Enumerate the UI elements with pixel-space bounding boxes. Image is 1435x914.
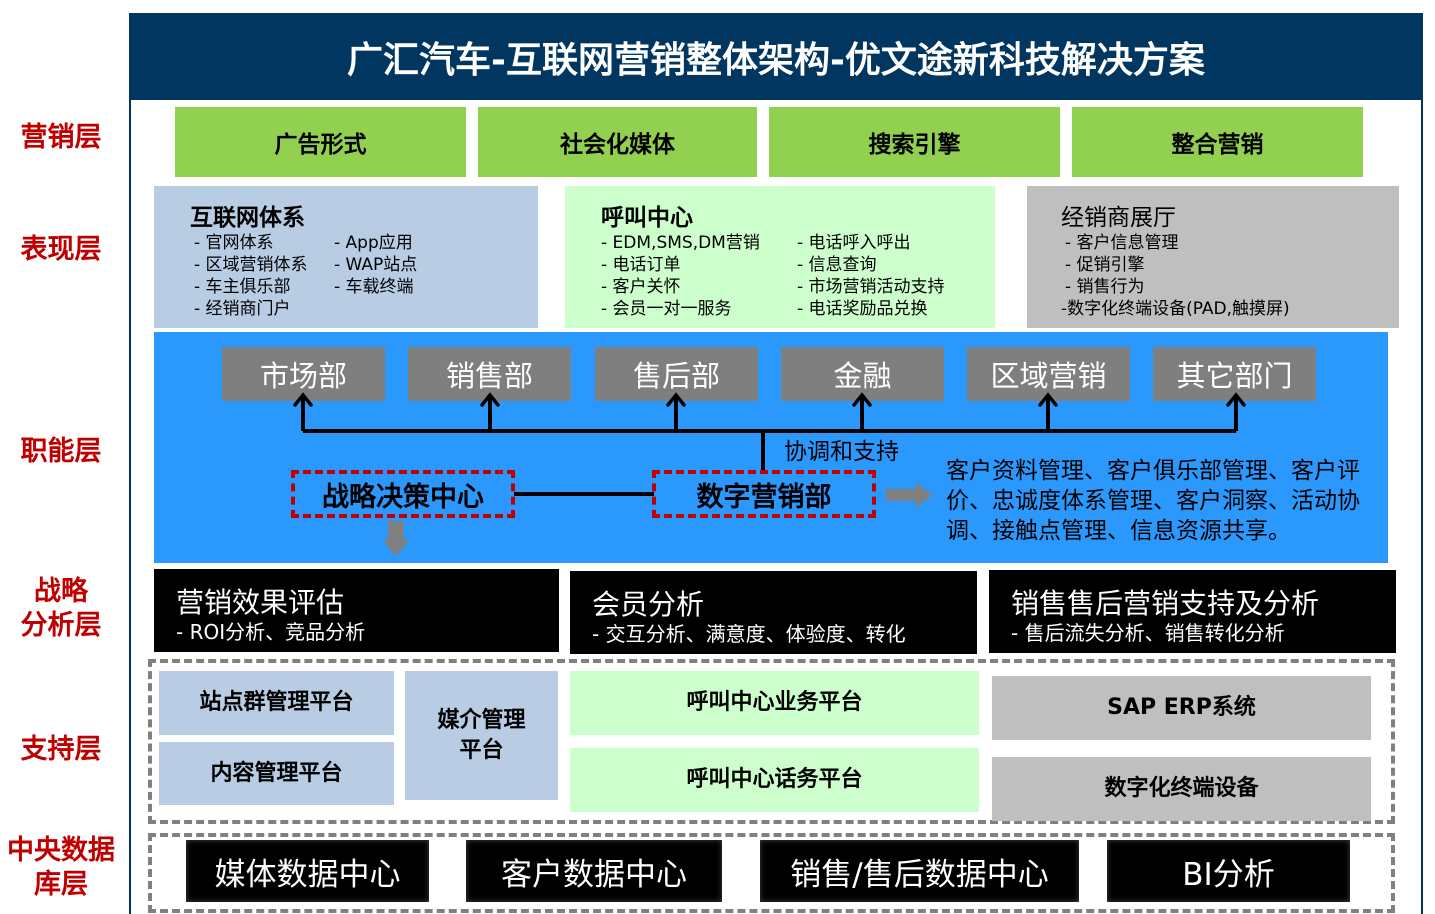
layer-label-function: 职能层 xyxy=(20,436,102,467)
marketing-box-ads: 广告形式 xyxy=(175,107,466,177)
dealer-item: - 销售行为 xyxy=(1065,277,1145,297)
callcenter-item: - 市场营销活动支持 xyxy=(797,277,945,297)
internet-item: - 车载终端 xyxy=(334,277,414,297)
coordination-label: 协调和支持 xyxy=(784,439,899,465)
bi-analysis: BI分析 xyxy=(1107,840,1350,902)
analysis-marketing-effect: 营销效果评估 - ROI分析、竞品分析 xyxy=(154,569,559,652)
callcenter-voice-platform: 呼叫中心话务平台 xyxy=(570,748,979,812)
marketing-box-integrated: 整合营销 xyxy=(1072,107,1363,177)
dealer-item: -数字化终端设备(PAD,触摸屏) xyxy=(1061,299,1290,319)
analysis-sales-aftersales: 销售售后营销支持及分析 - 售后流失分析、销售转化分析 xyxy=(989,570,1396,653)
layer-label-data: 中央数据 库层 xyxy=(0,834,122,902)
support-layer-frame xyxy=(148,659,1395,824)
callcenter-item: - 会员一对一服务 xyxy=(601,299,732,319)
analysis-title: 会员分析 xyxy=(592,588,705,621)
marketing-box-search: 搜索引擎 xyxy=(769,107,1060,177)
callcenter-item: - 信息查询 xyxy=(797,255,877,275)
digital-terminal-devices: 数字化终端设备 xyxy=(992,757,1371,821)
callcenter-item: - 客户关怀 xyxy=(601,277,681,297)
digital-marketing-description: 客户资料管理、客户俱乐部管理、客户评价、忠诚度体系管理、客户洞察、活动协调、接触… xyxy=(946,458,1360,544)
dealer-item: - 客户信息管理 xyxy=(1065,233,1179,253)
site-group-platform: 站点群管理平台 xyxy=(159,671,394,735)
layer-label-strategy-line1: 战略 xyxy=(34,576,88,607)
dept-sales: 销售部 xyxy=(408,347,571,401)
layer-label-strategy-line2: 分析层 xyxy=(20,610,102,641)
internet-item: - 经销商门户 xyxy=(194,299,291,319)
dept-finance: 金融 xyxy=(781,347,944,401)
analysis-sub: - 交互分析、满意度、体验度、转化 xyxy=(592,622,906,646)
data-layer-frame xyxy=(148,833,1395,913)
dept-aftersales: 售后部 xyxy=(595,347,758,401)
callcenter-item: - 电话奖励品兑换 xyxy=(797,299,928,319)
dept-marketing: 市场部 xyxy=(222,347,385,401)
sap-erp-system: SAP ERP系统 xyxy=(992,676,1371,740)
sales-aftersales-data-center: 销售/售后数据中心 xyxy=(760,840,1079,902)
callcenter-item: - 电话订单 xyxy=(601,255,681,275)
marketing-box-social: 社会化媒体 xyxy=(478,107,757,177)
internet-item: - 官网体系 xyxy=(194,233,274,253)
dept-other: 其它部门 xyxy=(1153,347,1316,401)
media-data-center: 媒体数据中心 xyxy=(186,840,429,902)
layer-label-support: 支持层 xyxy=(20,734,102,765)
layer-label-data-line2: 库层 xyxy=(34,869,88,900)
analysis-sub: - 售后流失分析、销售转化分析 xyxy=(1011,621,1285,645)
analysis-title: 销售售后营销支持及分析 xyxy=(1011,587,1320,620)
presentation-internet: 互联网体系 - 官网体系 - 区域营销体系 - 车主俱乐部 - 经销商门户 - … xyxy=(154,186,538,328)
callcenter-business-platform: 呼叫中心业务平台 xyxy=(570,671,979,735)
callcenter-item: - 电话呼入呼出 xyxy=(797,233,911,253)
analysis-title: 营销效果评估 xyxy=(176,586,345,619)
internet-title: 互联网体系 xyxy=(190,205,305,231)
internet-item: - App应用 xyxy=(334,233,413,253)
content-platform: 内容管理平台 xyxy=(159,742,394,805)
layer-label-strategy: 战略 分析层 xyxy=(0,575,122,643)
internet-item: - WAP站点 xyxy=(334,255,418,275)
layer-label-presentation: 表现层 xyxy=(20,234,102,265)
media-platform-line1: 媒介管理 xyxy=(437,707,526,733)
presentation-callcenter: 呼叫中心 - EDM,SMS,DM营销 - 电话订单 - 客户关怀 - 会员一对… xyxy=(565,186,995,328)
media-platform-line2: 平台 xyxy=(459,737,504,763)
dept-regional: 区域营销 xyxy=(967,347,1130,401)
callcenter-title: 呼叫中心 xyxy=(601,205,693,231)
internet-item: - 区域营销体系 xyxy=(194,255,308,275)
analysis-member: 会员分析 - 交互分析、满意度、体验度、转化 xyxy=(570,571,977,654)
callcenter-item: - EDM,SMS,DM营销 xyxy=(601,233,760,253)
analysis-sub: - ROI分析、竞品分析 xyxy=(176,620,366,644)
customer-data-center: 客户数据中心 xyxy=(466,840,722,902)
internet-item: - 车主俱乐部 xyxy=(194,277,291,297)
layer-label-data-line1: 中央数据 xyxy=(7,835,115,866)
layer-label-marketing: 营销层 xyxy=(20,122,102,153)
media-platform: 媒介管理 平台 xyxy=(405,671,558,800)
presentation-dealer: 经销商展厅 - 客户信息管理 - 促销引擎 - 销售行为 -数字化终端设备(PA… xyxy=(1027,186,1399,328)
digital-marketing-dept: 数字营销部 xyxy=(652,470,876,518)
strategy-decision-center: 战略决策中心 xyxy=(291,470,515,518)
dealer-title: 经销商展厅 xyxy=(1061,205,1176,231)
dealer-item: - 促销引擎 xyxy=(1065,255,1145,275)
page-title: 广汇汽车-互联网营销整体架构-优文途新科技解决方案 xyxy=(129,13,1423,100)
